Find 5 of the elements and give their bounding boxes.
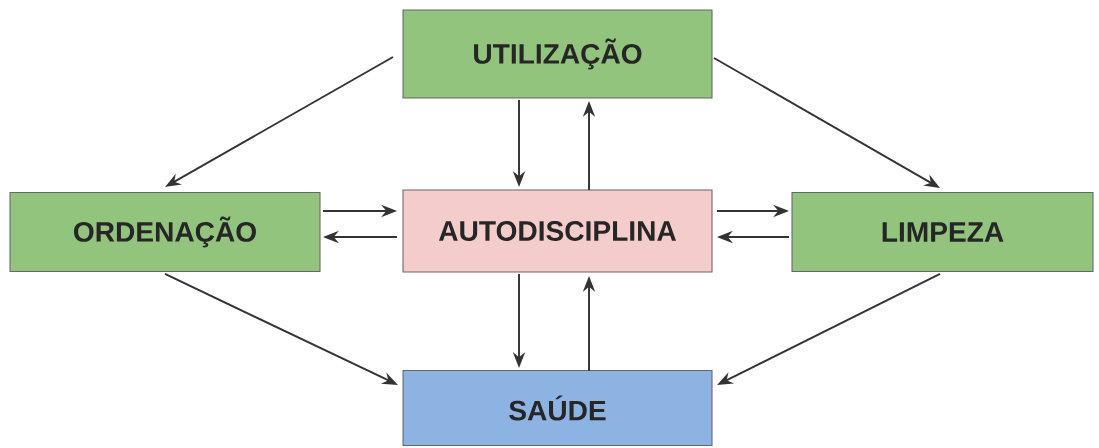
process-box: SAÚDE	[402, 369, 713, 446]
process-box: ORDENAÇÃO	[9, 191, 321, 272]
process-box: AUTODISCIPLINA	[402, 189, 713, 273]
process-box: UTILIZAÇÃO	[402, 9, 713, 99]
process-box: LIMPEZA	[791, 191, 1094, 272]
